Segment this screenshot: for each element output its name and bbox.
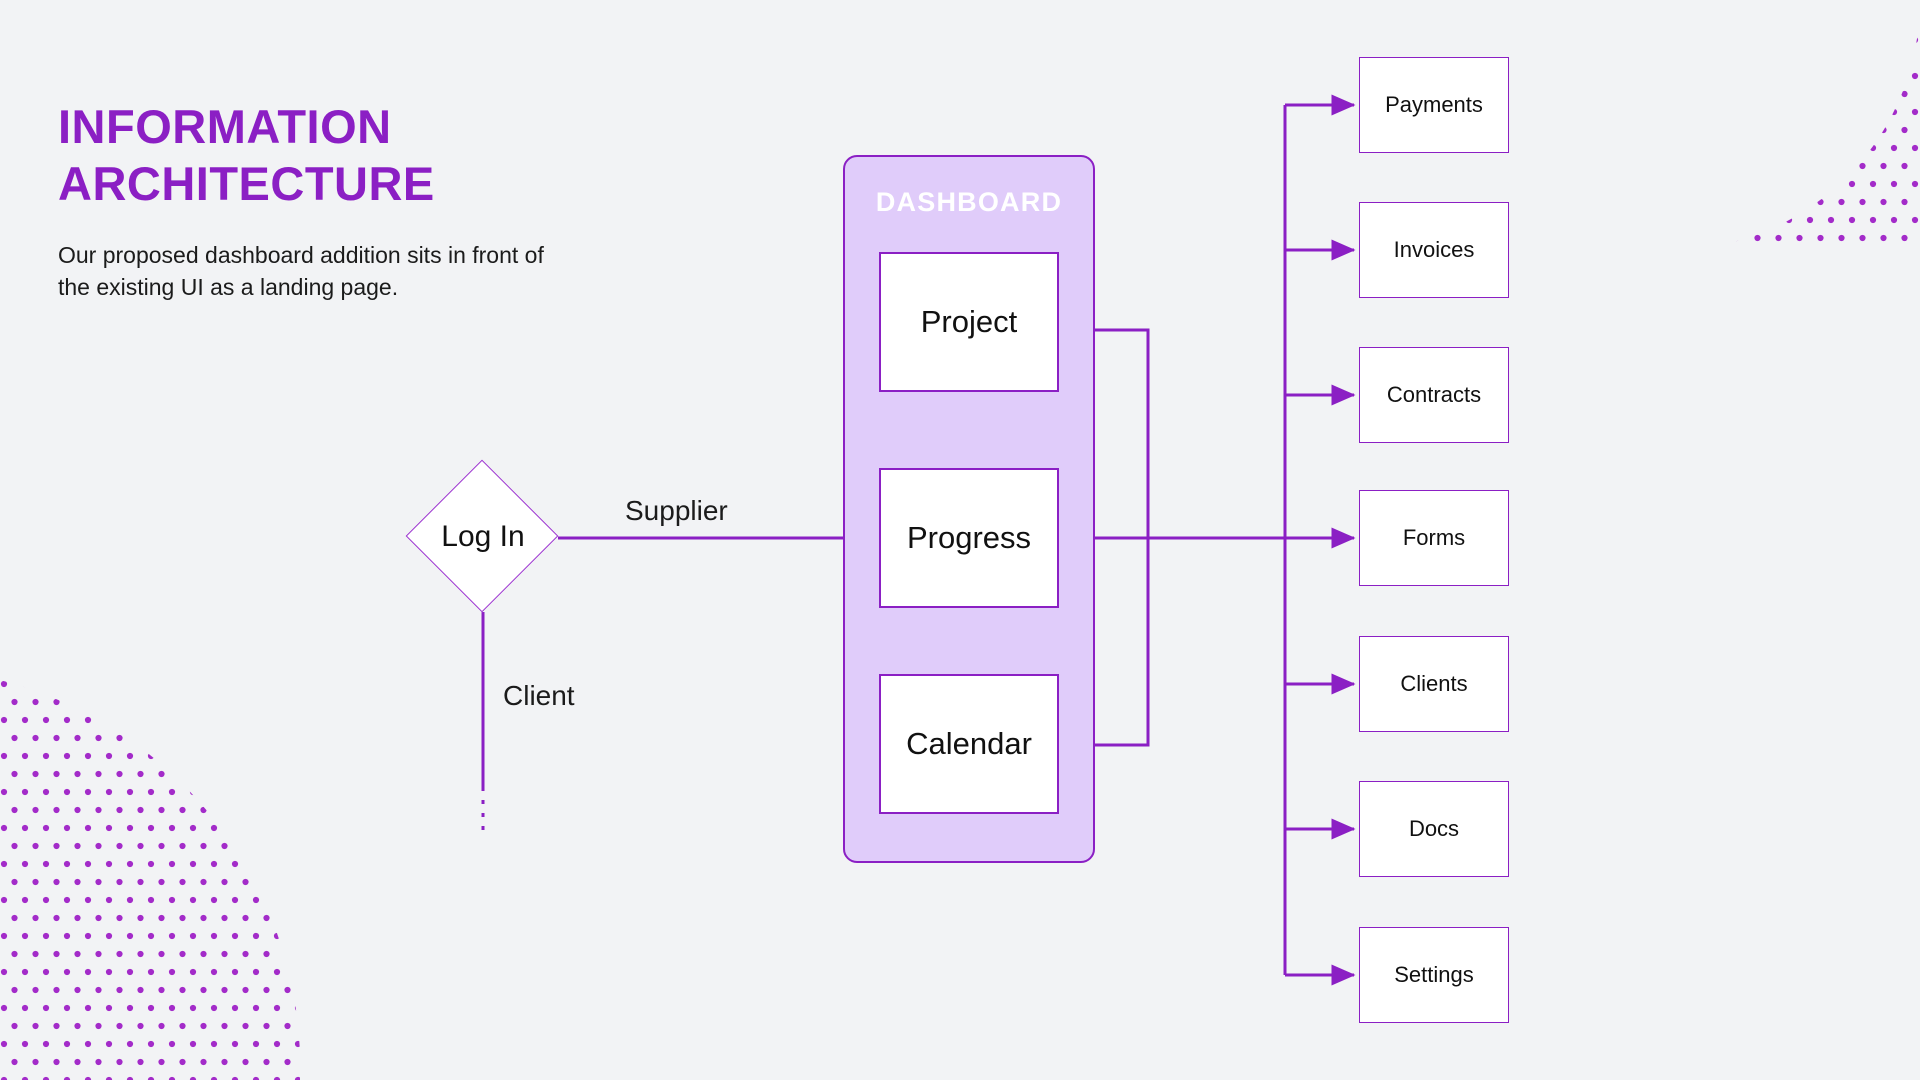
module-node-docs[interactable]: Docs	[1359, 781, 1509, 877]
module-node-contracts[interactable]: Contracts	[1359, 347, 1509, 443]
dashboard-node-project[interactable]: Project	[879, 252, 1059, 392]
module-node-clients[interactable]: Clients	[1359, 636, 1509, 732]
edge-label-client: Client	[503, 680, 575, 711]
module-node-forms[interactable]: Forms	[1359, 490, 1509, 586]
login-node-label: Log In	[441, 520, 525, 553]
dashboard-title: DASHBOARD	[875, 187, 1063, 217]
decorative-dots-top-right	[1680, 0, 1920, 250]
page-title: INFORMATION ARCHITECTURE	[58, 100, 435, 211]
page-subtitle: Our proposed dashboard addition sits in …	[58, 241, 544, 301]
title-block: INFORMATION ARCHITECTURE Our proposed da…	[58, 98, 618, 304]
dashboard-node-progress[interactable]: Progress	[879, 468, 1059, 608]
module-node-invoices[interactable]: Invoices	[1359, 202, 1509, 298]
decorative-dots-bottom-left	[0, 680, 300, 1080]
module-node-settings[interactable]: Settings	[1359, 927, 1509, 1023]
edge-label-supplier: Supplier	[625, 495, 728, 526]
dashboard-node-calendar[interactable]: Calendar	[879, 674, 1059, 814]
module-node-payments[interactable]: Payments	[1359, 57, 1509, 153]
login-node[interactable]: Log In	[405, 459, 559, 613]
